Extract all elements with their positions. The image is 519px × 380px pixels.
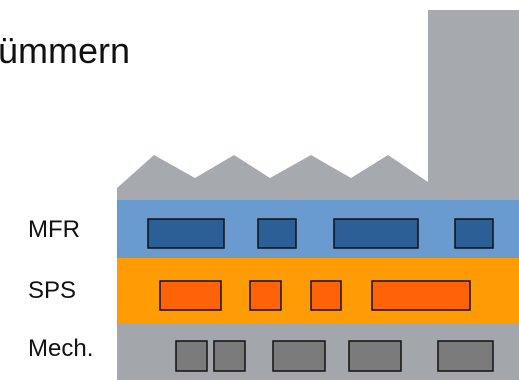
mech-module [213,340,246,372]
sps-layer-label: SPS [28,277,77,304]
mech-module [272,340,326,372]
sps-module [159,280,222,311]
sps-module [310,280,342,311]
mech-module [437,340,494,372]
mfr-module [147,218,225,249]
mfr-module [333,218,419,249]
sps-module [371,280,471,311]
mech-modules [175,340,494,372]
mfr-module [257,218,297,249]
mech-layer-label: Mech. [28,335,94,362]
factory-chimney [428,10,519,200]
mfr-modules [147,218,494,249]
mfr-layer-label: MFR [28,216,80,243]
mfr-module [454,218,494,249]
sps-modules [159,280,471,311]
sps-module [249,280,282,311]
factory-roof [117,155,428,200]
slide-title: ümmern [0,30,131,71]
mech-module [348,340,402,372]
mech-module [175,340,208,372]
